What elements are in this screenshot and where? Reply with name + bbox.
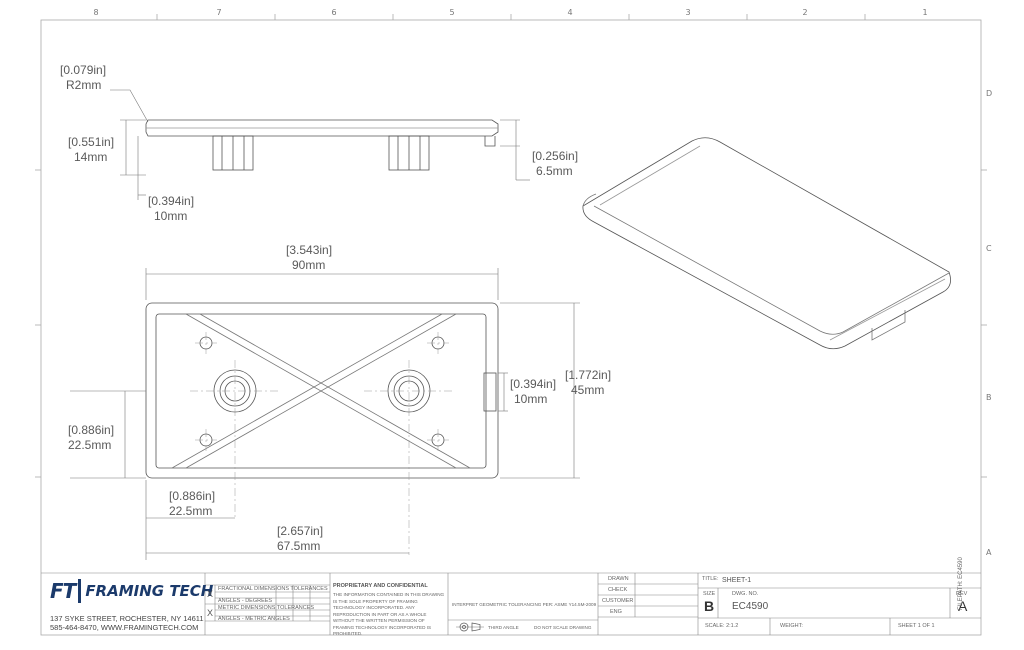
zone-col-4: 4 bbox=[567, 8, 573, 17]
dim-overall-length: [3.543in] 90mm bbox=[286, 243, 332, 273]
tolerance-row-2: ANGLES - DEGREES bbox=[218, 598, 273, 604]
dim-half-width-metric: 22.5mm bbox=[68, 438, 112, 452]
proprietary-text: THE INFORMATION CONTAINED IN THIS DRAWIN… bbox=[333, 592, 445, 636]
zone-col-6: 6 bbox=[331, 8, 337, 17]
dim-boss-height-inch: [0.394in] bbox=[148, 194, 195, 208]
dim-tab-width-inch: [0.394in] bbox=[510, 377, 557, 391]
rev-label: REV bbox=[956, 591, 968, 597]
dim-boss-offset: [0.886in] 22.5mm bbox=[169, 489, 215, 519]
top-view bbox=[145, 302, 499, 479]
customer-label: CUSTOMER bbox=[602, 598, 634, 604]
zone-col-2: 2 bbox=[802, 8, 808, 17]
dwg-no-label: DWG. NO. bbox=[732, 591, 759, 597]
gdt-note: INTERPRET GEOMETRIC TOLERANCING PER: ASM… bbox=[452, 602, 597, 607]
dwg-no-value: EC4590 bbox=[732, 601, 769, 612]
dim-overall-length-metric: 90mm bbox=[292, 258, 326, 272]
logo-name: FRAMING TECH bbox=[85, 582, 214, 600]
zone-col-5: 5 bbox=[449, 8, 455, 17]
dim-boss-spacing-inch: [2.657in] bbox=[277, 524, 324, 538]
unit-mark-1: X bbox=[207, 589, 214, 599]
dim-half-width-inch: [0.886in] bbox=[68, 423, 115, 437]
title-block bbox=[41, 572, 981, 635]
scale-label: SCALE: 2:1.2 bbox=[705, 623, 739, 629]
side-view-dim-lines bbox=[110, 89, 530, 200]
dim-overall-width-inch: [1.772in] bbox=[565, 368, 612, 382]
dim-tab-width: [0.394in] 10mm bbox=[510, 377, 556, 407]
dim-boss-height-metric: 10mm bbox=[154, 209, 188, 223]
dim-overall-width-metric: 45mm bbox=[571, 383, 605, 397]
logo-mark: FT bbox=[50, 579, 82, 603]
zone-ticks bbox=[35, 14, 987, 478]
dim-height-total-metric: 14mm bbox=[74, 150, 108, 164]
tolerance-row-3: METRIC DIMENSIONS TOLERANCES bbox=[218, 605, 315, 611]
drawn-label: DRAWN bbox=[608, 576, 629, 582]
dim-tab-height-metric: 6.5mm bbox=[536, 164, 573, 178]
sheet-label: SHEET 1 OF 1 bbox=[898, 623, 935, 629]
zone-col-8: 8 bbox=[93, 8, 99, 17]
dim-boss-height: [0.394in] 10mm bbox=[148, 194, 194, 224]
proprietary-title: PROPRIETARY AND CONFIDENTIAL bbox=[333, 583, 428, 589]
address-line-2: 585-464-8470, WWW.FRAMINGTECH.COM bbox=[50, 623, 199, 632]
isometric-view bbox=[582, 137, 951, 350]
dim-half-width: [0.886in] 22.5mm bbox=[68, 423, 114, 453]
dim-tab-height-inch: [0.256in] bbox=[532, 149, 579, 163]
sheet-border bbox=[40, 19, 982, 636]
side-view bbox=[145, 119, 499, 171]
dim-boss-spacing: [2.657in] 67.5mm bbox=[277, 524, 323, 554]
zone-col-1: 1 bbox=[922, 8, 928, 17]
zone-col-7: 7 bbox=[216, 8, 222, 17]
address-line-1: 137 SYKE STREET, ROCHESTER, NY 14611 bbox=[50, 614, 204, 623]
rev-value: A bbox=[958, 598, 968, 614]
dim-boss-offset-inch: [0.886in] bbox=[169, 489, 216, 503]
eng-label: ENG bbox=[610, 609, 622, 615]
zone-row-a: A bbox=[986, 548, 992, 557]
dim-boss-spacing-metric: 67.5mm bbox=[277, 539, 321, 553]
size-label: SIZE bbox=[703, 591, 716, 597]
zone-row-c: C bbox=[986, 244, 992, 253]
dim-radius-inch: [0.079in] bbox=[60, 63, 107, 77]
dim-height-total: [0.551in] 14mm bbox=[68, 135, 114, 165]
check-label: CHECK bbox=[608, 587, 628, 593]
title-value: SHEET-1 bbox=[722, 577, 752, 584]
company-logo: FT FRAMING TECH bbox=[50, 578, 213, 604]
top-view-dim-lines bbox=[70, 268, 580, 560]
zone-row-b: B bbox=[986, 393, 992, 402]
third-angle-label: THIRD ANGLE bbox=[488, 625, 519, 630]
top-view-centerlines bbox=[190, 332, 454, 555]
title-label: TITLE: bbox=[702, 576, 719, 582]
dim-boss-offset-metric: 22.5mm bbox=[169, 504, 213, 518]
dim-overall-width: [1.772in] 45mm bbox=[565, 368, 611, 398]
filepath-label: FILEPATH: EC4590 bbox=[958, 557, 964, 610]
unit-mark-2: X bbox=[207, 608, 214, 618]
zone-col-3: 3 bbox=[685, 8, 691, 17]
third-angle-symbol bbox=[456, 622, 484, 632]
size-value: B bbox=[704, 598, 715, 614]
zone-row-d: D bbox=[986, 89, 993, 98]
dim-radius: [0.079in] R2mm bbox=[60, 63, 106, 93]
weight-label: WEIGHT: bbox=[780, 623, 803, 629]
dim-overall-length-inch: [3.543in] bbox=[286, 243, 333, 257]
no-scale-note: DO NOT SCALE DRAWING bbox=[534, 625, 592, 630]
tolerance-row-1: FRACTIONAL DIMENSIONS TOLERANCES bbox=[218, 586, 328, 592]
dim-tab-width-metric: 10mm bbox=[514, 392, 548, 406]
dim-tab-height: [0.256in] 6.5mm bbox=[532, 149, 578, 179]
company-address: 137 SYKE STREET, ROCHESTER, NY 14611 585… bbox=[50, 614, 204, 632]
dim-height-total-inch: [0.551in] bbox=[68, 135, 115, 149]
tolerance-row-4: ANGLES - METRIC ANGLES bbox=[218, 616, 290, 622]
dim-radius-metric: R2mm bbox=[66, 78, 102, 92]
